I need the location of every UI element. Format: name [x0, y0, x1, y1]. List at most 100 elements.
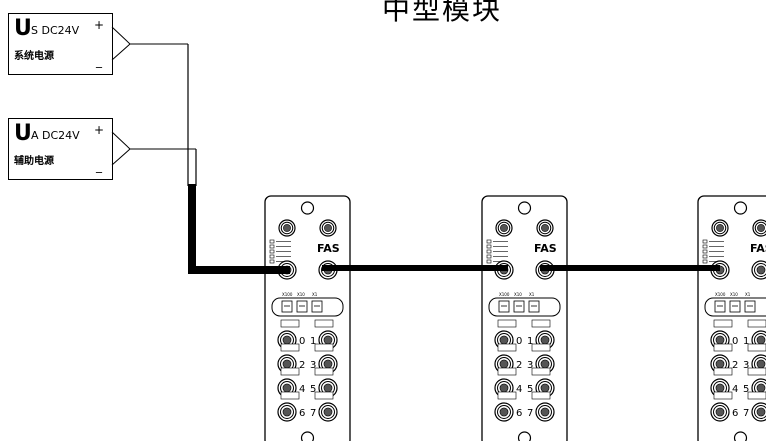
port-number: 2 — [732, 360, 738, 371]
module-housing — [264, 195, 351, 441]
auxiliary-supply-terminal — [111, 131, 196, 166]
plus-terminal-label: + — [93, 18, 104, 32]
port-number: 4 — [732, 384, 738, 395]
port-label-box — [531, 367, 551, 376]
port-label-box — [713, 391, 733, 400]
rotary-switch — [714, 300, 726, 313]
port-number: 5 — [310, 384, 316, 395]
io-port-connector — [494, 402, 514, 422]
main-power-cable — [188, 184, 290, 274]
status-led — [269, 239, 275, 244]
io-port-connector — [277, 402, 297, 422]
port-number: 7 — [310, 408, 316, 419]
rotary-switch — [729, 300, 741, 313]
port-number: 6 — [299, 408, 305, 419]
supply-label: 辅助电源 — [14, 156, 54, 167]
port-label-box — [531, 319, 551, 328]
bus-connector — [536, 219, 554, 237]
port-number: 3 — [527, 360, 533, 371]
status-led — [269, 249, 275, 254]
port-number: 2 — [516, 360, 522, 371]
system-power-supply: U S DC24V 系统电源 + _ — [8, 13, 113, 75]
bus-connector — [495, 219, 513, 237]
bus-connector — [319, 219, 337, 237]
module-housing — [697, 195, 766, 441]
port-label-box — [747, 391, 766, 400]
port-label-box — [713, 319, 733, 328]
port-number: 6 — [732, 408, 738, 419]
port-label-box — [747, 343, 766, 352]
rotary-switch — [528, 300, 540, 313]
port-number: 6 — [516, 408, 522, 419]
bus-connector — [711, 219, 729, 237]
mount-hole — [300, 431, 315, 441]
switch-label: X1 — [745, 292, 751, 297]
switch-label: X100 — [282, 292, 293, 297]
mount-hole — [733, 431, 748, 441]
status-led — [486, 249, 492, 254]
port-number: 2 — [299, 360, 305, 371]
port-number: 0 — [732, 336, 738, 347]
port-number: 7 — [527, 408, 533, 419]
port-label-box — [314, 319, 334, 328]
status-led — [486, 259, 492, 264]
port-label-box — [314, 391, 334, 400]
port-number: 5 — [743, 384, 749, 395]
status-led — [702, 259, 708, 264]
port-label-box — [497, 367, 517, 376]
switch-label: X1 — [312, 292, 318, 297]
rotary-switch — [311, 300, 323, 313]
port-number: 1 — [310, 336, 316, 347]
supply-letter: U — [14, 121, 32, 146]
status-led — [269, 254, 275, 259]
port-label-box — [747, 367, 766, 376]
switch-label: X10 — [514, 292, 522, 297]
supply-letter: U — [14, 16, 32, 41]
status-led — [269, 244, 275, 249]
system-supply-terminal — [111, 26, 188, 61]
port-label-box — [713, 367, 733, 376]
port-number: 4 — [516, 384, 522, 395]
status-led — [702, 254, 708, 259]
bus-connector — [278, 219, 296, 237]
io-port-connector — [751, 402, 766, 422]
port-number: 0 — [516, 336, 522, 347]
mount-hole — [300, 201, 315, 215]
plus-terminal-label: + — [93, 123, 104, 137]
status-led — [486, 244, 492, 249]
port-label-box — [497, 391, 517, 400]
mount-hole — [517, 431, 532, 441]
port-number: 7 — [743, 408, 749, 419]
brand-label: FAS — [750, 242, 766, 255]
auxiliary-power-supply: U A DC24V 辅助电源 + _ — [8, 118, 113, 180]
port-label-box — [497, 343, 517, 352]
port-label-box — [713, 343, 733, 352]
port-number: 5 — [527, 384, 533, 395]
port-label-box — [531, 343, 551, 352]
rotary-switch — [281, 300, 293, 313]
minus-terminal-label: _ — [96, 159, 102, 173]
io-port-connector — [710, 402, 730, 422]
switch-label: X10 — [297, 292, 305, 297]
brand-label: FAS — [317, 242, 340, 255]
io-port-connector — [318, 402, 338, 422]
switch-label: X100 — [499, 292, 510, 297]
port-label-box — [531, 391, 551, 400]
port-number: 1 — [527, 336, 533, 347]
switch-label: X100 — [715, 292, 726, 297]
status-led — [486, 239, 492, 244]
mount-hole — [733, 201, 748, 215]
port-number: 3 — [743, 360, 749, 371]
status-led — [702, 249, 708, 254]
module-housing — [481, 195, 568, 441]
supply-subscript-voltage: S DC24V — [31, 24, 80, 37]
switch-label: X10 — [730, 292, 738, 297]
power-out-connector — [751, 260, 766, 280]
port-label-box — [280, 343, 300, 352]
supply-subscript-voltage: A DC24V — [31, 129, 80, 142]
